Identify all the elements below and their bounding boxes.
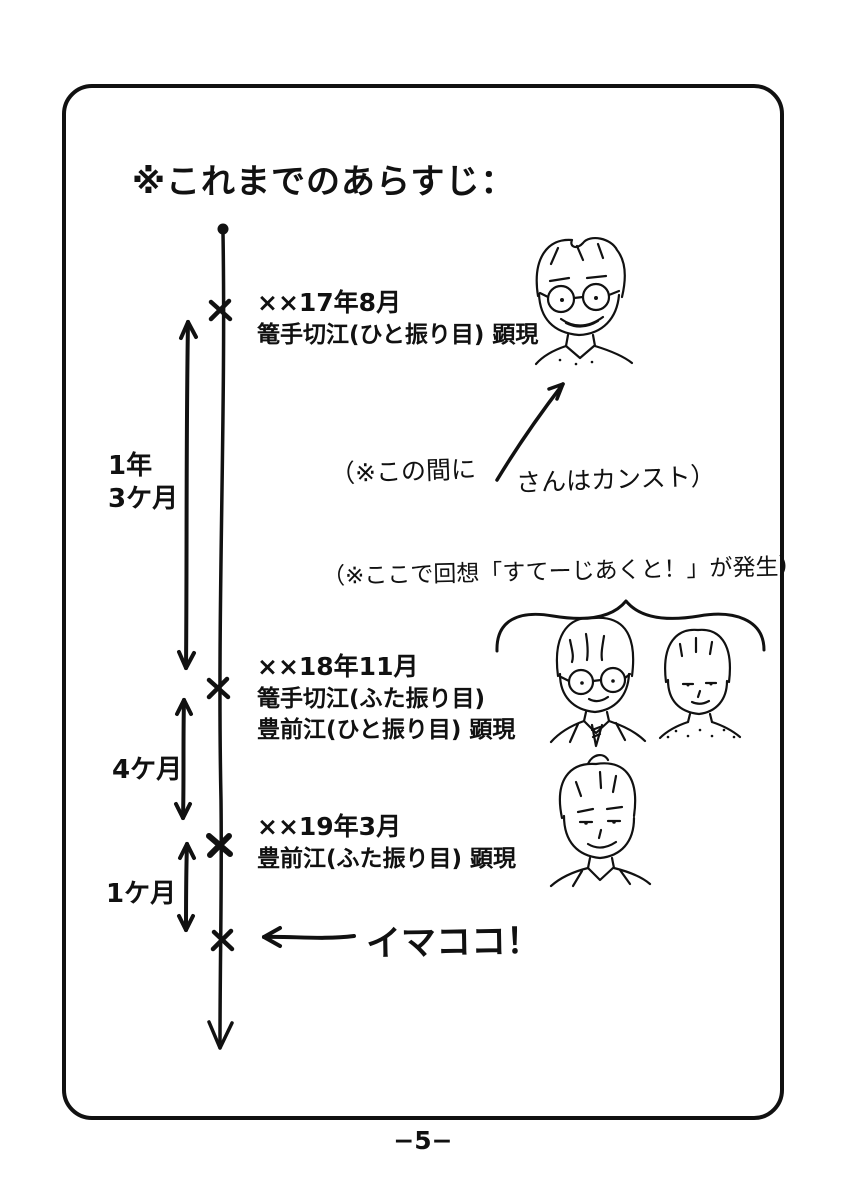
event-3-description: 豊前江(ふた振り目) 顕現 [257,846,517,872]
event-2-description-line-2: 豊前江(ひと振り目) 顕現 [257,717,516,743]
event-3-date: ××19年3月 [257,812,402,841]
between-note-suffix: さんはカンスト） [515,461,717,498]
duration-label-2: 4ケ月 [112,755,183,785]
duration-1-line-2: 3ケ月 [108,484,179,515]
event-1-date: ××17年8月 [257,288,402,317]
event-2-description-line-1: 篭手切江(ふた振り目) [257,686,486,712]
panel-border [62,84,784,1120]
duration-1-line-1: 1年 [108,451,153,481]
event-1-description: 篭手切江(ひと振り目) 顕現 [257,322,539,348]
duration-label-3: 1ケ月 [106,879,177,909]
page-title: ※これまでのあらすじ： [132,162,516,202]
duration-label-1: 1年 3ケ月 [108,450,178,517]
event-2-date: ××18年11月 [257,652,419,681]
between-note-prefix: （※この間に [329,454,477,489]
page-number: −5− [393,1126,453,1155]
now-label: イマココ！ [365,921,542,965]
